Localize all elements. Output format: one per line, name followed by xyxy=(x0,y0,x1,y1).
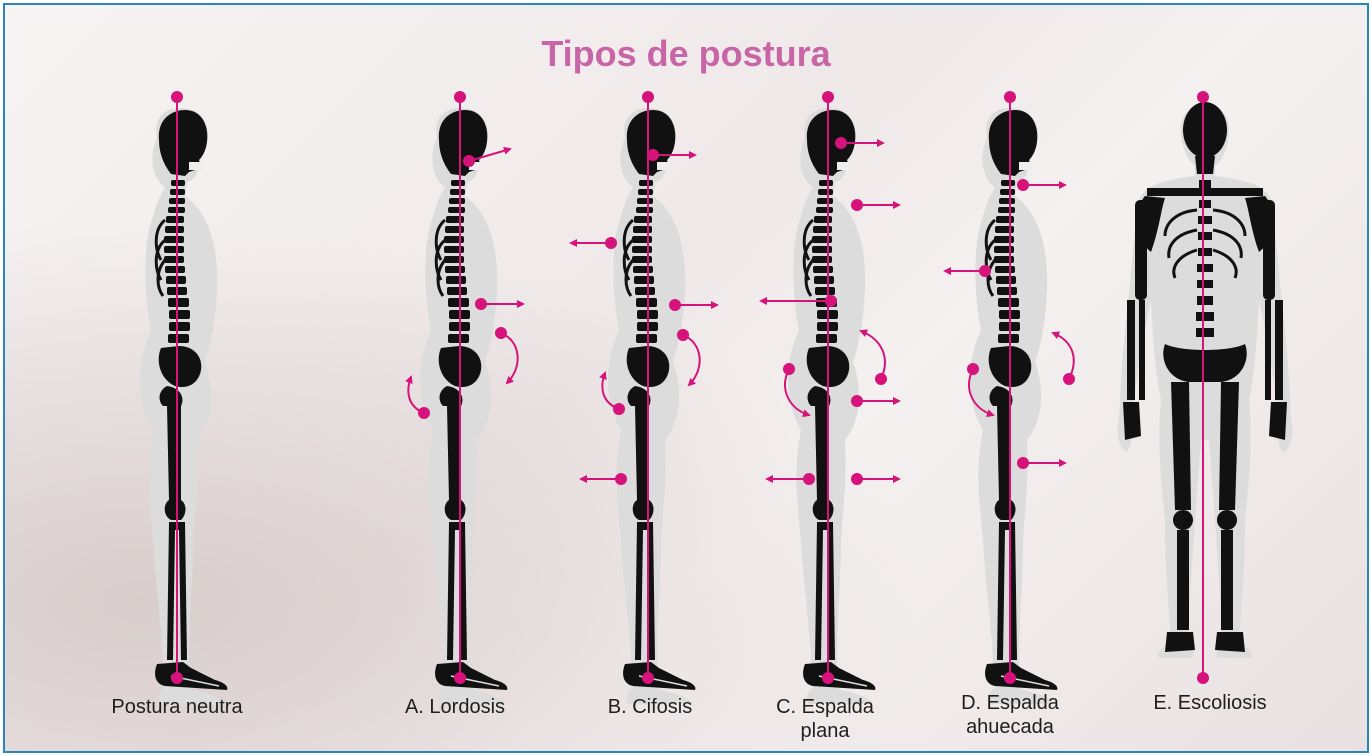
figure-swayback xyxy=(970,108,1057,704)
arrow-origin-dots xyxy=(418,137,1075,485)
label-neutral: Postura neutra xyxy=(87,695,267,719)
label-lordosis: A. Lordosis xyxy=(385,695,525,719)
label-flatback: C. Espalda plana xyxy=(755,695,895,743)
diagram-frame: Tipos de postura xyxy=(3,3,1369,753)
figure-scoliosis xyxy=(1117,102,1292,658)
figure-flatback xyxy=(788,108,875,704)
label-kyphosis: B. Cifosis xyxy=(585,695,715,719)
figure-lordosis xyxy=(420,108,507,704)
figure-neutral xyxy=(140,108,227,704)
label-swayback: D. Espalda ahuecada xyxy=(930,691,1090,739)
label-scoliosis: E. Escoliosis xyxy=(1130,691,1290,715)
posture-figures xyxy=(5,5,1369,753)
displacement-arrows xyxy=(408,143,1073,479)
plumb-line-ends xyxy=(171,91,1209,684)
